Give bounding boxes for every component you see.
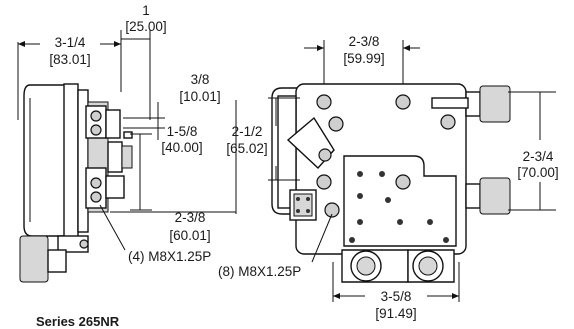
side-port-block [105, 109, 121, 139]
front-thread-callout: (8) M8X1.25P [218, 264, 301, 279]
dim-front-2-1-2-frac: 2-1/2 [232, 124, 263, 139]
front-right-port-top [479, 85, 511, 123]
front-right-bar [431, 97, 469, 109]
front-thread-leader [311, 213, 333, 263]
screw-icon [440, 114, 456, 130]
arrowhead [18, 41, 25, 47]
rivet-icon [379, 171, 385, 177]
arrowhead [317, 45, 324, 51]
screw-icon [318, 148, 332, 162]
gauge-connector [47, 249, 67, 273]
side-port-nipple [123, 131, 133, 139]
front-small-plate-inner [293, 193, 313, 217]
dim-three-eighths-mm: [10.01] [179, 89, 220, 104]
screw-icon [90, 124, 102, 136]
port-boss-left-inner [356, 256, 376, 276]
rivet-icon [443, 237, 449, 243]
dim-side-2-3-8-frac: 2-3/8 [175, 210, 206, 225]
screw-icon [316, 94, 332, 110]
side-port-fitting [121, 145, 133, 169]
screw-icon [395, 94, 411, 110]
series-caption: Series 265NR [36, 314, 120, 329]
screw-icon [316, 174, 332, 190]
rivet-icon [397, 219, 403, 225]
dim-front-2-3-4-frac: 2-3/4 [523, 149, 554, 164]
port-boss-right-inner [418, 256, 438, 276]
dim-front-top-frac: 2-3/8 [349, 34, 380, 49]
dim-front-bottom-frac: 3-5/8 [381, 289, 412, 304]
dim-front-top-mm: [59.99] [343, 51, 384, 66]
side-port-block-2 [107, 141, 123, 173]
dim-side-width-frac: 3-1/4 [55, 35, 86, 50]
dim-side-2-3-8-mm: [60.01] [169, 228, 210, 243]
dim-one-frac: 1 [142, 3, 150, 18]
front-view: 2-3/8 [59.99] 2-3/4 [70.00] 2-1/2 [65.02… [218, 34, 559, 321]
dim-front-2-1-2-mm: [65.02] [226, 141, 267, 156]
rivet-icon [296, 197, 300, 201]
screw-icon [324, 202, 340, 218]
dim-one-mm: [25.00] [125, 19, 166, 34]
rivet-icon [357, 171, 363, 177]
rivet-icon [349, 237, 355, 243]
rivet-icon [306, 197, 310, 201]
screw-icon [90, 110, 102, 122]
rivet-icon [357, 193, 363, 199]
arrowhead [403, 45, 410, 51]
screw-icon [79, 239, 89, 249]
rivet-icon [357, 219, 363, 225]
rivet-icon [385, 197, 391, 203]
side-thread-leader [99, 204, 126, 251]
screw-icon [395, 174, 411, 190]
dim-front-2-3-4-mm: [70.00] [517, 165, 558, 180]
dim-one-5-8-frac: 1-5/8 [167, 124, 198, 139]
rivet-icon [306, 209, 310, 213]
front-right-port-bottom [479, 177, 511, 215]
screw-icon [90, 177, 102, 189]
dim-front-bottom-mm: [91.49] [375, 306, 416, 321]
arrowhead [333, 293, 340, 299]
arrowhead [114, 41, 121, 47]
side-flange [63, 83, 79, 238]
side-view: 3-1/4 [83.01] 1 [25.00] [17, 3, 237, 283]
screw-icon [328, 116, 344, 132]
dim-three-eighths-frac: 3/8 [191, 72, 210, 87]
gauge-body [19, 235, 49, 283]
front-right-fitting-bottom [465, 183, 481, 209]
dim-side-width-mm: [83.01] [49, 52, 90, 67]
arrowhead [452, 293, 459, 299]
dim-one-5-8-mm: [40.00] [161, 140, 202, 155]
screw-icon [90, 191, 102, 203]
rivet-icon [296, 209, 300, 213]
rivet-icon [427, 219, 433, 225]
side-port-block-3 [105, 175, 125, 199]
side-thread-callout: (4) M8X1.25P [128, 249, 211, 264]
